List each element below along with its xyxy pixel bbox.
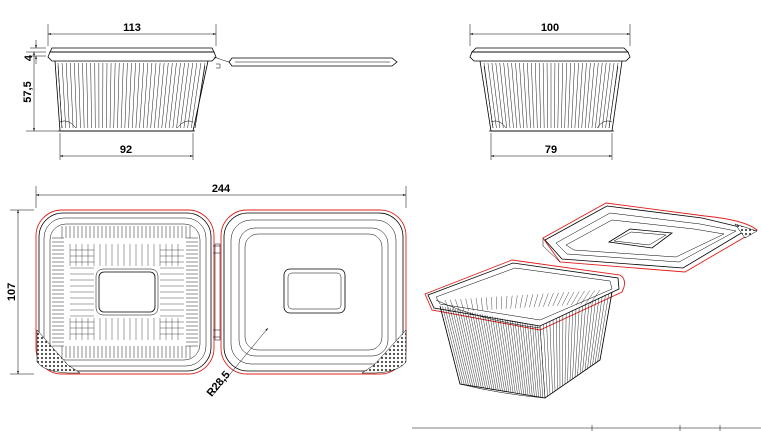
plan-ribs (52, 226, 198, 358)
isometric-ribs (439, 289, 613, 399)
dim-front-width: 100 (541, 22, 559, 34)
isometric-view (424, 202, 758, 399)
dim-side-height: 57,5 (22, 81, 34, 102)
side-ribs (57, 62, 206, 129)
side-elevation-view: 113 4 57,5 92 (22, 22, 398, 160)
dim-front-base: 79 (545, 144, 557, 156)
dim-corner-radius: R28,5 (205, 369, 233, 399)
dim-overall-depth: 107 (6, 283, 18, 301)
front-ribs (483, 62, 619, 129)
front-elevation-view: 100 79 (469, 22, 631, 160)
dim-side-width: 113 (123, 22, 141, 34)
dim-rim-height: 4 (23, 54, 35, 61)
dim-side-base: 92 (120, 144, 132, 156)
dim-overall-length: 244 (212, 183, 231, 195)
plan-view: 244 107 R28,5 (6, 183, 407, 399)
title-block-edge (412, 425, 761, 431)
